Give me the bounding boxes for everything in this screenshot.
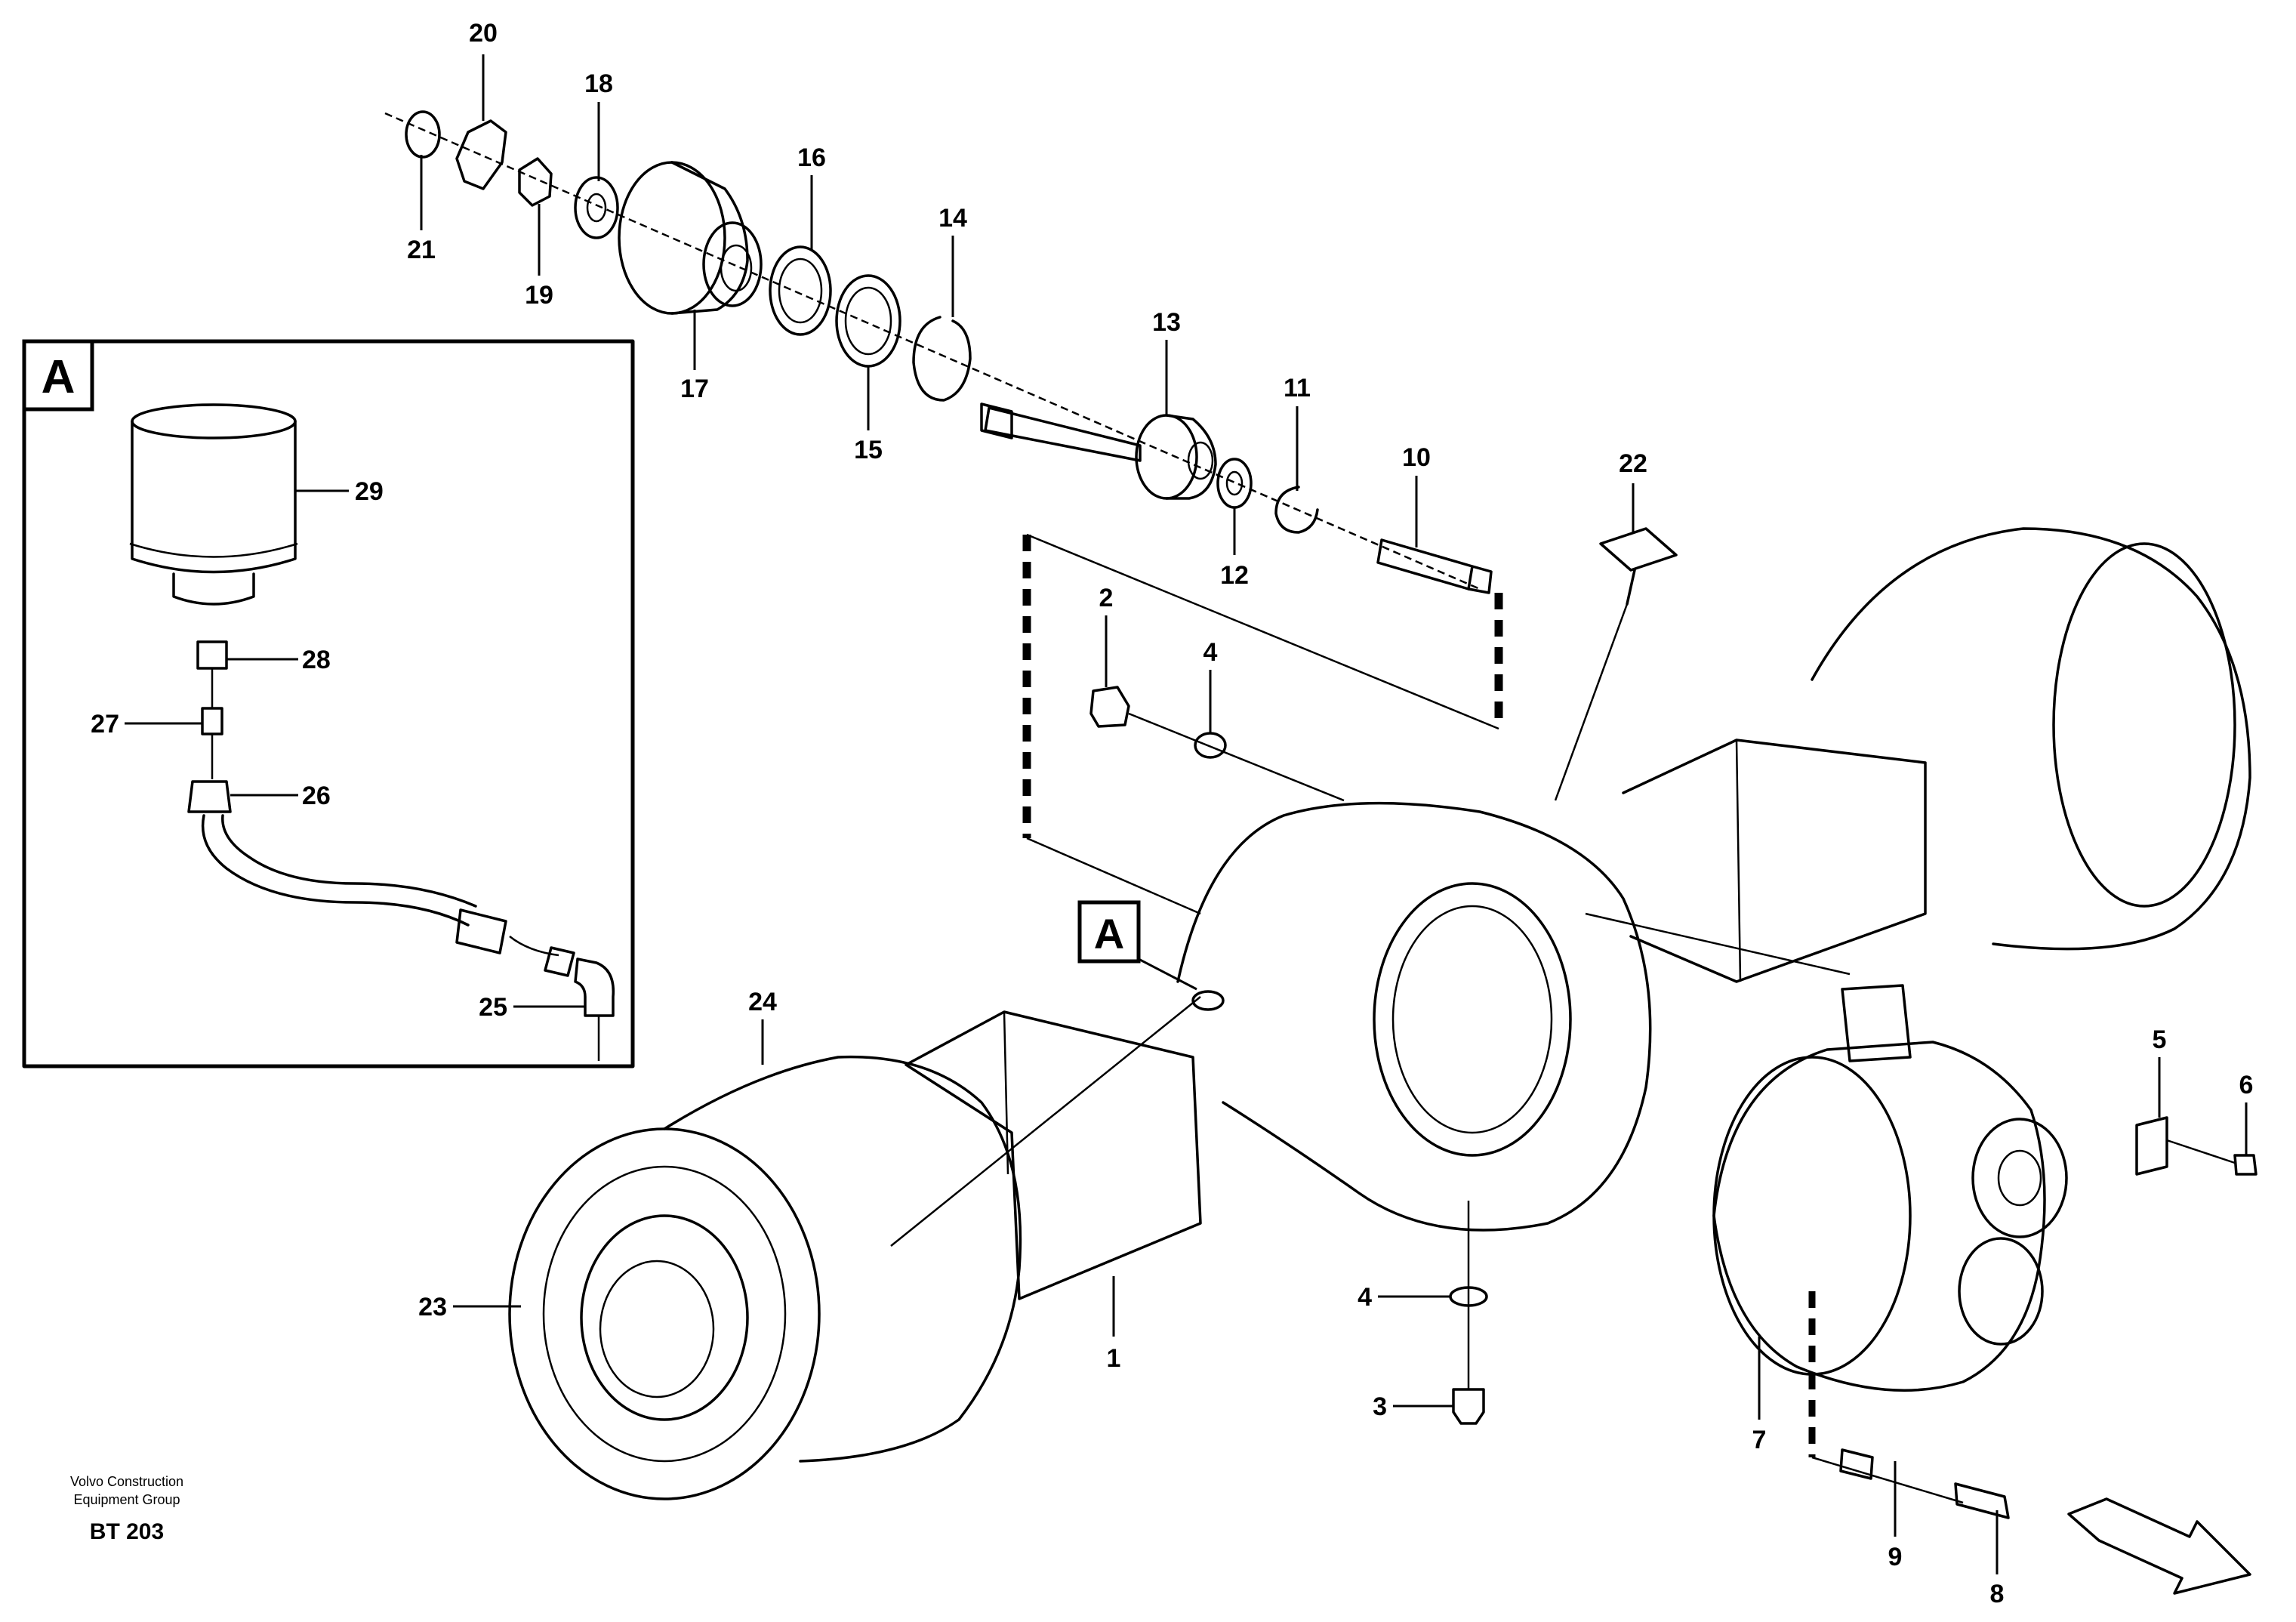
callout-15: 15 <box>854 436 883 464</box>
breather-hose-top <box>201 814 470 927</box>
circlip-21 <box>405 110 441 159</box>
drawing-code: BT 203 <box>90 1519 164 1544</box>
pinion-shaft-assembly <box>384 110 1493 594</box>
callout-3: 3 <box>1373 1392 1387 1421</box>
callout-25: 25 <box>479 993 507 1022</box>
callout-22: 22 <box>1619 449 1647 478</box>
callout-7: 7 <box>1752 1426 1767 1454</box>
callout-24: 24 <box>748 988 777 1016</box>
screw-6 <box>2233 1154 2257 1176</box>
seal-16 <box>769 245 832 336</box>
breather-filter <box>129 403 298 606</box>
footer: Volvo Construction Equipment Group BT 20… <box>70 1474 183 1544</box>
callout-26: 26 <box>302 782 331 810</box>
snap-ring-14 <box>912 316 972 402</box>
spacer-9 <box>1839 1448 1874 1480</box>
callout-20: 20 <box>469 19 498 48</box>
callout-9: 9 <box>1888 1543 1903 1571</box>
callout-11: 11 <box>1284 374 1311 402</box>
washer-12 <box>1216 458 1253 509</box>
breather-hose-bottom <box>221 814 477 908</box>
axle-marker-box <box>1077 900 1141 964</box>
differential-carrier-7 <box>1712 984 2068 1392</box>
callout-6: 6 <box>2239 1071 2254 1099</box>
callout-13: 13 <box>1152 308 1181 337</box>
shaft-front <box>984 406 1142 462</box>
callout-19: 19 <box>525 281 553 310</box>
callout-4-top: 4 <box>1203 638 1218 667</box>
inset-label-box <box>22 339 94 412</box>
flange-17 <box>618 161 763 315</box>
plug-3 <box>1452 1388 1485 1425</box>
axle-housing: A <box>508 527 2251 1500</box>
callout-2: 2 <box>1099 584 1114 612</box>
callout-14: 14 <box>938 204 967 233</box>
lock-washer-20 <box>455 119 507 190</box>
hose-end-fitting <box>455 908 507 954</box>
callout-27: 27 <box>91 710 119 739</box>
callout-16: 16 <box>797 143 826 172</box>
callout-23: 23 <box>418 1293 447 1321</box>
nut-19 <box>518 157 553 207</box>
breather-22 <box>1554 527 1678 801</box>
company-line-1: Volvo Construction <box>70 1474 183 1489</box>
callout-17: 17 <box>680 375 709 403</box>
callout-5: 5 <box>2153 1025 2167 1054</box>
callout-18: 18 <box>584 69 613 98</box>
axle-marker-label: A <box>1094 910 1124 957</box>
o-ring-4-top <box>1194 732 1227 759</box>
bolt-8 <box>1954 1482 2010 1519</box>
callout-28: 28 <box>302 646 331 674</box>
direction-arrow <box>2067 1497 2251 1595</box>
callout-leaders <box>125 54 2248 1574</box>
inset-breather-assembly: A <box>22 339 635 1068</box>
callout-numbers: 20 21 18 19 17 16 15 14 13 12 11 10 22 2… <box>91 19 2253 1608</box>
fitting-28 <box>196 640 228 670</box>
inset-label: A <box>42 351 76 403</box>
callout-10: 10 <box>1402 443 1431 472</box>
fitting-27 <box>201 707 223 735</box>
shaft-10 <box>1376 538 1474 591</box>
hose-nut-26 <box>187 780 232 813</box>
callout-29: 29 <box>355 477 384 506</box>
circlip-11 <box>1274 486 1319 534</box>
plug-2 <box>1089 686 1130 728</box>
callout-8: 8 <box>1990 1580 2005 1608</box>
plate-5 <box>2135 1116 2168 1176</box>
callout-1: 1 <box>1107 1344 1121 1373</box>
callout-21: 21 <box>407 236 436 264</box>
company-line-2: Equipment Group <box>73 1492 180 1507</box>
callout-12: 12 <box>1220 561 1249 590</box>
washer-18 <box>574 176 619 239</box>
assembly-bracket <box>1022 533 1503 915</box>
callout-4-bottom: 4 <box>1358 1283 1372 1312</box>
